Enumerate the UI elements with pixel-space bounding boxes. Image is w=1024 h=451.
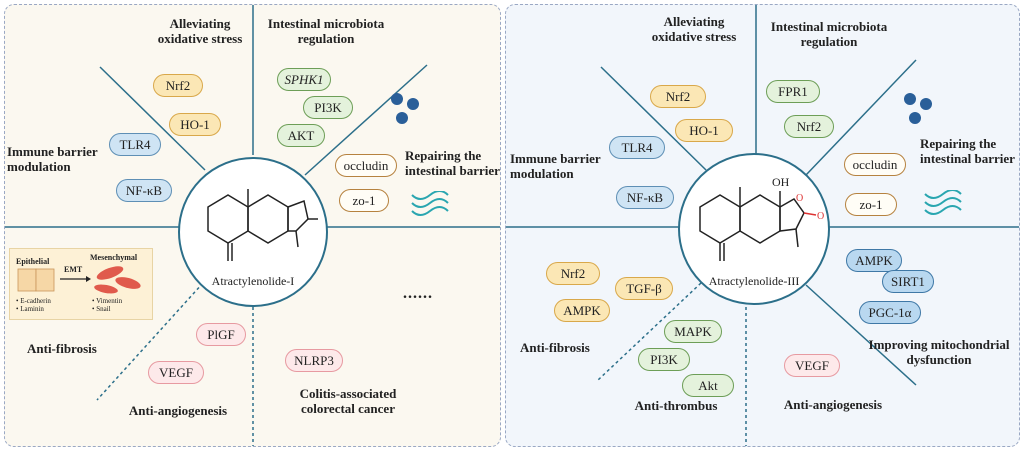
left-pill-sphk1: SPHK1 xyxy=(277,68,331,91)
atractylenolide-i-structure-icon xyxy=(207,189,318,261)
left-pill-zo1: zo-1 xyxy=(339,189,389,212)
right-pill-akt: Akt xyxy=(682,374,734,397)
left-pill-akt: AKT xyxy=(277,124,325,147)
atractylenolide-i-label: Atractylenolide-I xyxy=(211,274,295,288)
emt-cells-icon xyxy=(17,266,141,294)
right-pill-tgfb: TGF-β xyxy=(615,277,673,300)
calcium-ions-icon xyxy=(391,93,419,124)
right-pill-mapk: MAPK xyxy=(664,320,722,343)
atractylenolide-iii-label: Atractylenolide-III xyxy=(708,274,800,288)
emt-epithelial-label: Epithelial xyxy=(16,257,50,266)
left-pill-nrf2: Nrf2 xyxy=(153,74,203,97)
right-pill-vegf: VEGF xyxy=(784,354,840,377)
emt-inset: Epithelial Mesenchymal EMT • E-cadherin … xyxy=(9,248,153,320)
left-pill-pi3k: PI3K xyxy=(303,96,353,119)
right-pill-sirt1: SIRT1 xyxy=(882,270,934,293)
tight-junction-icon xyxy=(411,191,449,216)
right-heading-angiogenesis: Anti-angiogenesis xyxy=(783,397,883,412)
calcium-ions-icon xyxy=(904,93,932,124)
right-pill-nrf2-fibrosis: Nrf2 xyxy=(546,262,600,285)
atractylenolide-i-circle xyxy=(178,157,328,307)
right-pill-pgc1a: PGC-1α xyxy=(859,301,921,324)
right-pill-nrf2-oxidative: Nrf2 xyxy=(650,85,706,108)
emt-arrow-label: EMT xyxy=(64,265,83,274)
left-heading-angiogenesis: Anti-angiogenesis xyxy=(128,403,228,418)
right-pill-zo1: zo-1 xyxy=(845,193,897,216)
right-pill-ampk-mito: AMPK xyxy=(846,249,902,272)
left-pill-nfkb: NF-κB xyxy=(116,179,172,202)
atractylenolide-iii-circle: O O OH xyxy=(678,153,830,305)
right-pill-pi3k: PI3K xyxy=(638,348,690,371)
right-heading-thrombus: Anti-thrombus xyxy=(634,398,718,413)
left-heading-fibrosis: Anti-fibrosis xyxy=(27,341,97,356)
right-heading-fibrosis: Anti-fibrosis xyxy=(520,340,590,355)
right-pill-nfkb: NF-κB xyxy=(616,186,674,209)
emt-markers-mesenchymal: • Vimentin • Snail xyxy=(92,297,123,313)
left-ellipsis: ...... xyxy=(403,285,433,302)
left-pill-ho1: HO-1 xyxy=(169,113,221,136)
right-pill-occludin: occludin xyxy=(844,153,906,176)
left-pill-nlrp3: NLRP3 xyxy=(285,349,343,372)
tight-junction-icon xyxy=(924,190,962,215)
right-pill-nrf2-microbiota: Nrf2 xyxy=(784,115,834,138)
right-pill-tlr4: TLR4 xyxy=(609,136,665,159)
left-pill-tlr4: TLR4 xyxy=(109,133,161,156)
left-pill-plgf: PlGF xyxy=(196,323,246,346)
left-pill-vegf: VEGF xyxy=(148,361,204,384)
right-pill-ho1: HO-1 xyxy=(675,119,733,142)
svg-text:O: O xyxy=(817,211,824,222)
left-pill-occludin: occludin xyxy=(335,154,397,177)
atractylenolide-iii-structure-icon: O O xyxy=(699,187,824,261)
right-pill-ampk-fibrosis: AMPK xyxy=(554,299,610,322)
emt-markers-epithelial: • E-cadherin • Laminin xyxy=(16,297,51,313)
svg-text:O: O xyxy=(796,193,803,204)
oh-group-label: OH xyxy=(772,175,790,189)
emt-mesenchymal-label: Mesenchymal xyxy=(90,253,138,262)
right-pill-fpr1: FPR1 xyxy=(766,80,820,103)
